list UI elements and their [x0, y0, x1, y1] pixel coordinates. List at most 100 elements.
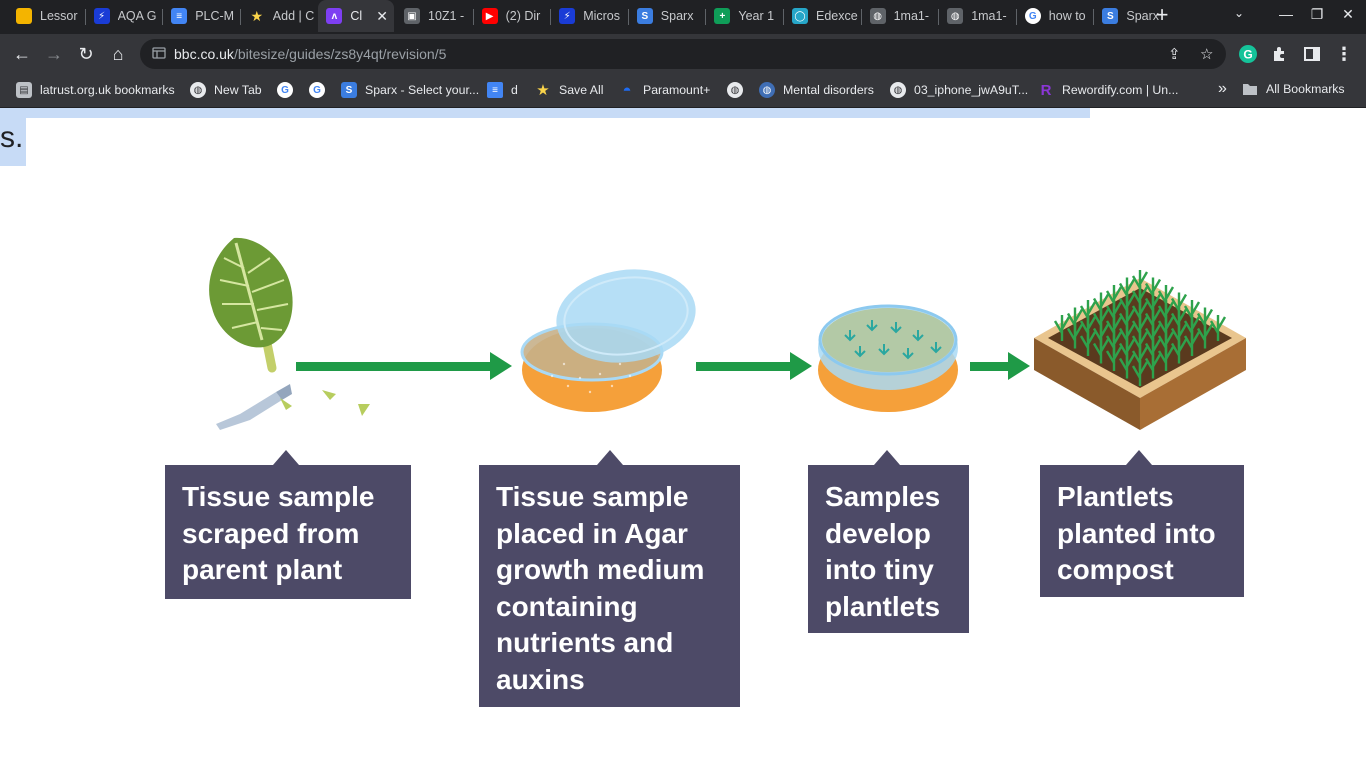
minimize-icon[interactable]: —	[1279, 6, 1293, 22]
tab-4[interactable]: ★Add | C	[241, 0, 317, 32]
bookmark-star-icon[interactable]: ☆	[1200, 46, 1214, 63]
home-icon[interactable]: ⌂	[112, 44, 124, 64]
who-icon: ◍	[759, 82, 775, 98]
tab-separator	[705, 9, 707, 25]
bookmark-item[interactable]: ◍ Mental disorders	[759, 82, 874, 98]
bookmark-item[interactable]: ★Save All	[535, 82, 603, 99]
new-tab-button[interactable]: +	[1155, 2, 1169, 27]
paramount-icon: ◓	[622, 81, 632, 99]
bookmark-label: Rewordify.com | Un...	[1062, 83, 1179, 97]
bookmarks-overflow-icon[interactable]: »	[1218, 80, 1227, 97]
restore-icon[interactable]: ❐	[1310, 6, 1324, 22]
share-icon[interactable]: ⇪	[1168, 46, 1181, 63]
forward-icon[interactable]: →	[45, 44, 63, 64]
step-3-caption: Samples develop into tiny plantlets	[808, 450, 969, 633]
tab-11[interactable]: ◯ Edexce	[784, 0, 860, 32]
url-host: bbc.co.uk	[174, 46, 234, 62]
url-text[interactable]: bbc.co.uk/bitesize/guides/zs8y4qt/revisi…	[174, 46, 446, 62]
bookmark-item[interactable]: ◍03_iphone_jwA9uT...	[890, 82, 1028, 98]
tab-separator	[84, 9, 86, 25]
sprout	[1092, 337, 1110, 364]
tab-title: Edexce	[816, 9, 858, 23]
tab-6[interactable]: ▣10Z1 -	[396, 0, 472, 32]
classroom-icon: ▣	[404, 8, 420, 24]
all-bookmarks-label: All Bookmarks	[1266, 82, 1345, 96]
docs-icon: ≡	[171, 8, 188, 24]
tab-title: Lessor	[40, 9, 78, 23]
bookmark-label: latrust.org.uk bookmarks	[40, 83, 175, 97]
rewordify-icon: R	[1040, 81, 1052, 99]
tab-separator	[627, 9, 629, 25]
extensions-icon[interactable]	[1269, 43, 1291, 65]
bookmark-label: Paramount+	[643, 83, 711, 97]
tab-3[interactable]: ≡PLC-M	[163, 0, 239, 32]
sprout	[1170, 337, 1188, 364]
tab-separator	[860, 9, 862, 25]
tab-separator	[1093, 9, 1095, 25]
bookmark-item[interactable]: G	[277, 82, 293, 98]
address-bar[interactable]: bbc.co.uk/bitesize/guides/zs8y4qt/revisi…	[140, 39, 1226, 69]
plantlet-petri-dish-illustration	[818, 304, 958, 412]
bookmark-item[interactable]: ▤ latrust.org.uk bookmarks	[16, 82, 175, 98]
edexcel-icon: ◯	[792, 8, 808, 24]
agar-petri-dish-illustration	[520, 269, 696, 412]
tab-1[interactable]: Lessor	[8, 0, 84, 32]
tab-10[interactable]: +Year 1	[706, 0, 782, 32]
reload-icon[interactable]: ↻	[78, 44, 94, 64]
arrow-right-icon	[696, 352, 812, 380]
sprout	[1053, 315, 1071, 341]
bookmark-label: 03_iphone_jwA9uT...	[914, 83, 1029, 97]
site-info-icon[interactable]	[152, 47, 166, 59]
bookmark-label: New Tab	[214, 83, 262, 97]
menu-icon[interactable]: ⋮	[1335, 44, 1353, 64]
bookmark-item[interactable]: G	[309, 82, 325, 98]
tab-separator	[162, 9, 164, 25]
tab-separator	[938, 9, 940, 25]
tab-13[interactable]: ◍1ma1-	[939, 0, 1015, 32]
bookmark-label: Sparx - Select your...	[365, 83, 480, 97]
tab-7[interactable]: ▶ (2) Dir	[474, 0, 550, 32]
tab-title: (2) Dir	[505, 9, 541, 23]
bookmark-item[interactable]: ≡d	[487, 82, 518, 98]
sprout	[1183, 330, 1201, 356]
side-panel-icon[interactable]	[1301, 43, 1323, 65]
grammarly-icon[interactable]: G	[1237, 43, 1259, 65]
arrow-right-icon	[970, 352, 1030, 380]
all-bookmarks-button[interactable]: All Bookmarks	[1242, 82, 1345, 96]
tab-separator	[1015, 9, 1017, 25]
bookmark-item[interactable]: ◍	[727, 82, 743, 98]
sprout	[1196, 322, 1214, 349]
step-4-caption: Plantlets planted into compost	[1040, 450, 1244, 597]
star-icon: ★	[536, 82, 550, 99]
tab-8[interactable]: ⚡Micros	[551, 0, 627, 32]
bookmark-item[interactable]: ◓ Paramount+	[619, 81, 711, 99]
lightning-icon: ⚡	[559, 8, 576, 24]
tab-12[interactable]: ◍1ma1-	[862, 0, 938, 32]
globe-icon: ◍	[869, 8, 886, 24]
sprout	[1105, 345, 1123, 371]
step-3-text: Samples develop into tiny plantlets	[825, 481, 941, 622]
folder-icon: ▤	[16, 82, 32, 98]
sprout	[1157, 345, 1175, 371]
tab-search-icon[interactable]: ⌄	[1233, 6, 1245, 20]
tab-title: Add | C	[272, 9, 315, 23]
toolbar: ← → ↻ ⌂ bbc.co.uk/bitesize/guides/zs8y4q…	[0, 34, 1366, 74]
bookmark-label: Mental disorders	[783, 83, 874, 97]
page-content: s.	[0, 108, 1366, 768]
tab-2[interactable]: ⚡AQA G	[86, 0, 162, 32]
back-icon[interactable]: ←	[13, 44, 31, 64]
tab-title: AQA G	[117, 9, 157, 23]
close-window-icon[interactable]: ✕	[1342, 6, 1354, 22]
close-tab-icon[interactable]: ✕	[376, 8, 388, 24]
google-icon: G	[1024, 8, 1041, 24]
step-4-text: Plantlets planted into compost	[1057, 481, 1216, 585]
docs-icon: ≡	[487, 82, 503, 98]
youtube-icon: ▶	[481, 8, 498, 24]
bookmark-item[interactable]: R Rewordify.com | Un...	[1038, 81, 1179, 99]
bookmark-item[interactable]: ◍New Tab	[190, 82, 262, 98]
